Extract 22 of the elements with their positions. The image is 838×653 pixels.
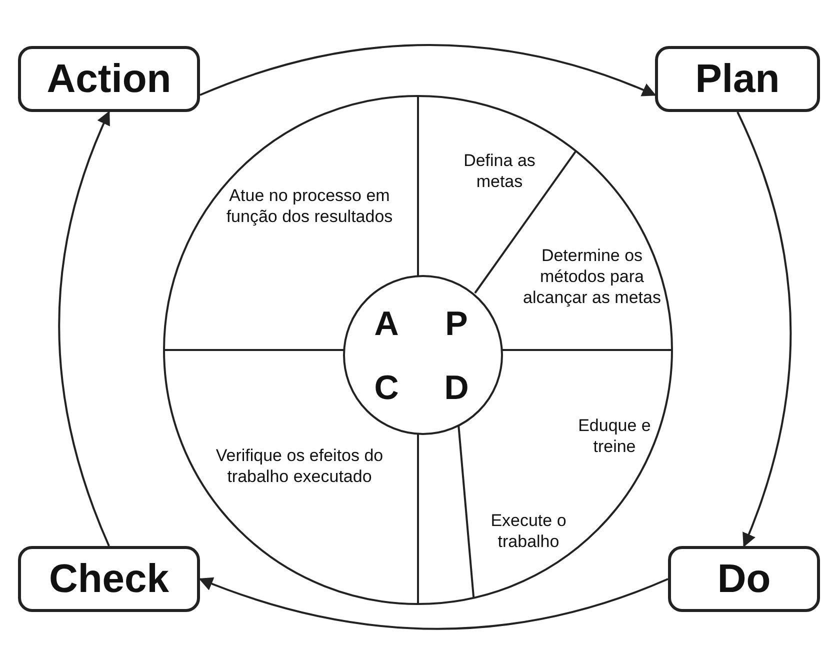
- quadrant-letter: P: [444, 304, 469, 344]
- sector-text: Atue no processo em função dos resultados: [214, 184, 404, 226]
- stage-box: [18, 546, 200, 612]
- cycle-arrow: [736, 112, 792, 548]
- sector-text: Eduque e treine: [560, 414, 670, 456]
- stage-label: Plan: [695, 56, 780, 102]
- stage-label: Do: [717, 556, 771, 602]
- sector-text: Determine os métodos para alcançar as metas: [510, 244, 674, 308]
- stage-box: [18, 46, 200, 112]
- stage-label: Check: [48, 556, 170, 602]
- stage-box: [668, 546, 820, 612]
- quadrant-letter: C: [373, 368, 400, 408]
- sector-text: Verifique os efeitos do trabalho executado: [204, 444, 394, 486]
- cycle-arrow: [198, 576, 668, 630]
- quadrant-letter: A: [373, 304, 400, 344]
- cycle-arrow: [200, 44, 656, 97]
- stage-label: Action: [46, 56, 172, 102]
- quadrant-letter: D: [443, 368, 470, 408]
- sector-text: Defina as metas: [444, 150, 554, 192]
- cycle-arrow: [58, 110, 110, 546]
- stage-box: [655, 46, 820, 112]
- sector-text: Execute o trabalho: [478, 510, 578, 552]
